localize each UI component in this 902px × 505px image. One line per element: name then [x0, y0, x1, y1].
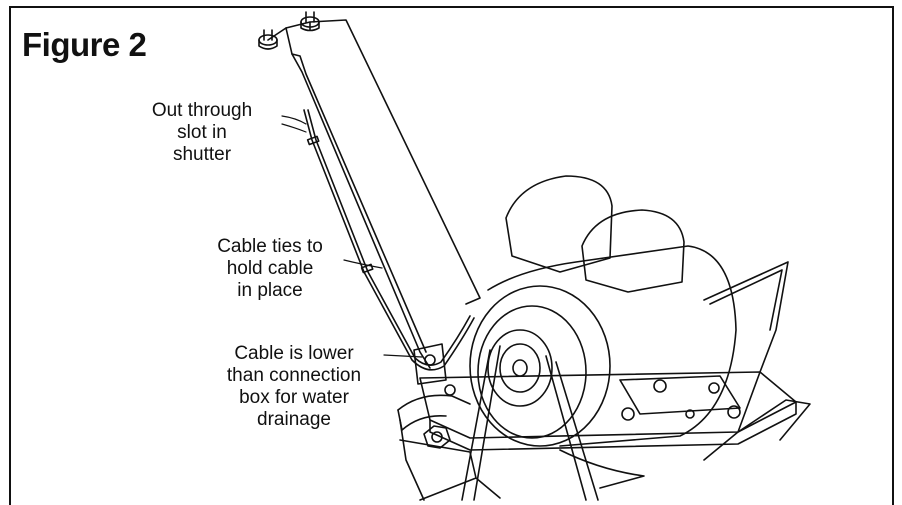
motor-pulley — [487, 329, 553, 407]
figure-frame — [9, 6, 894, 505]
motor-body — [469, 245, 737, 447]
callout-out-through-slot: Out through slot in shutter — [128, 100, 276, 166]
side-guard-right — [703, 261, 811, 461]
connection-box — [413, 343, 456, 396]
callout-line: drainage — [257, 409, 331, 430]
callout-line: than connection — [226, 365, 362, 386]
callout-line: shutter — [172, 144, 232, 165]
bolt-top-left — [258, 29, 278, 50]
hex-nut-lower-left — [423, 425, 451, 449]
leader-lines — [281, 115, 423, 358]
drive-belt — [461, 345, 599, 501]
cable-tie-lower — [360, 263, 374, 274]
callout-line: Out through — [151, 100, 253, 121]
cable-tie-upper — [306, 135, 320, 146]
callout-line: Cable ties to — [217, 236, 323, 257]
figure-title: Figure 2 — [22, 26, 147, 63]
callout-cable-lower: Cable is lower than connection box for w… — [206, 343, 382, 431]
callout-line: Cable is lower — [234, 343, 354, 364]
callout-line: in place — [237, 280, 303, 301]
shutter-bracket — [267, 19, 481, 369]
callout-line: slot in — [177, 122, 227, 143]
callout-line: box for water — [239, 387, 349, 408]
fan-housing — [397, 394, 645, 501]
cable — [303, 109, 475, 371]
bolt-top-right — [300, 11, 320, 32]
callout-cable-ties: Cable ties to hold cable in place — [196, 236, 344, 302]
callout-line: hold cable — [226, 258, 314, 279]
motor-capacitors — [505, 175, 685, 293]
